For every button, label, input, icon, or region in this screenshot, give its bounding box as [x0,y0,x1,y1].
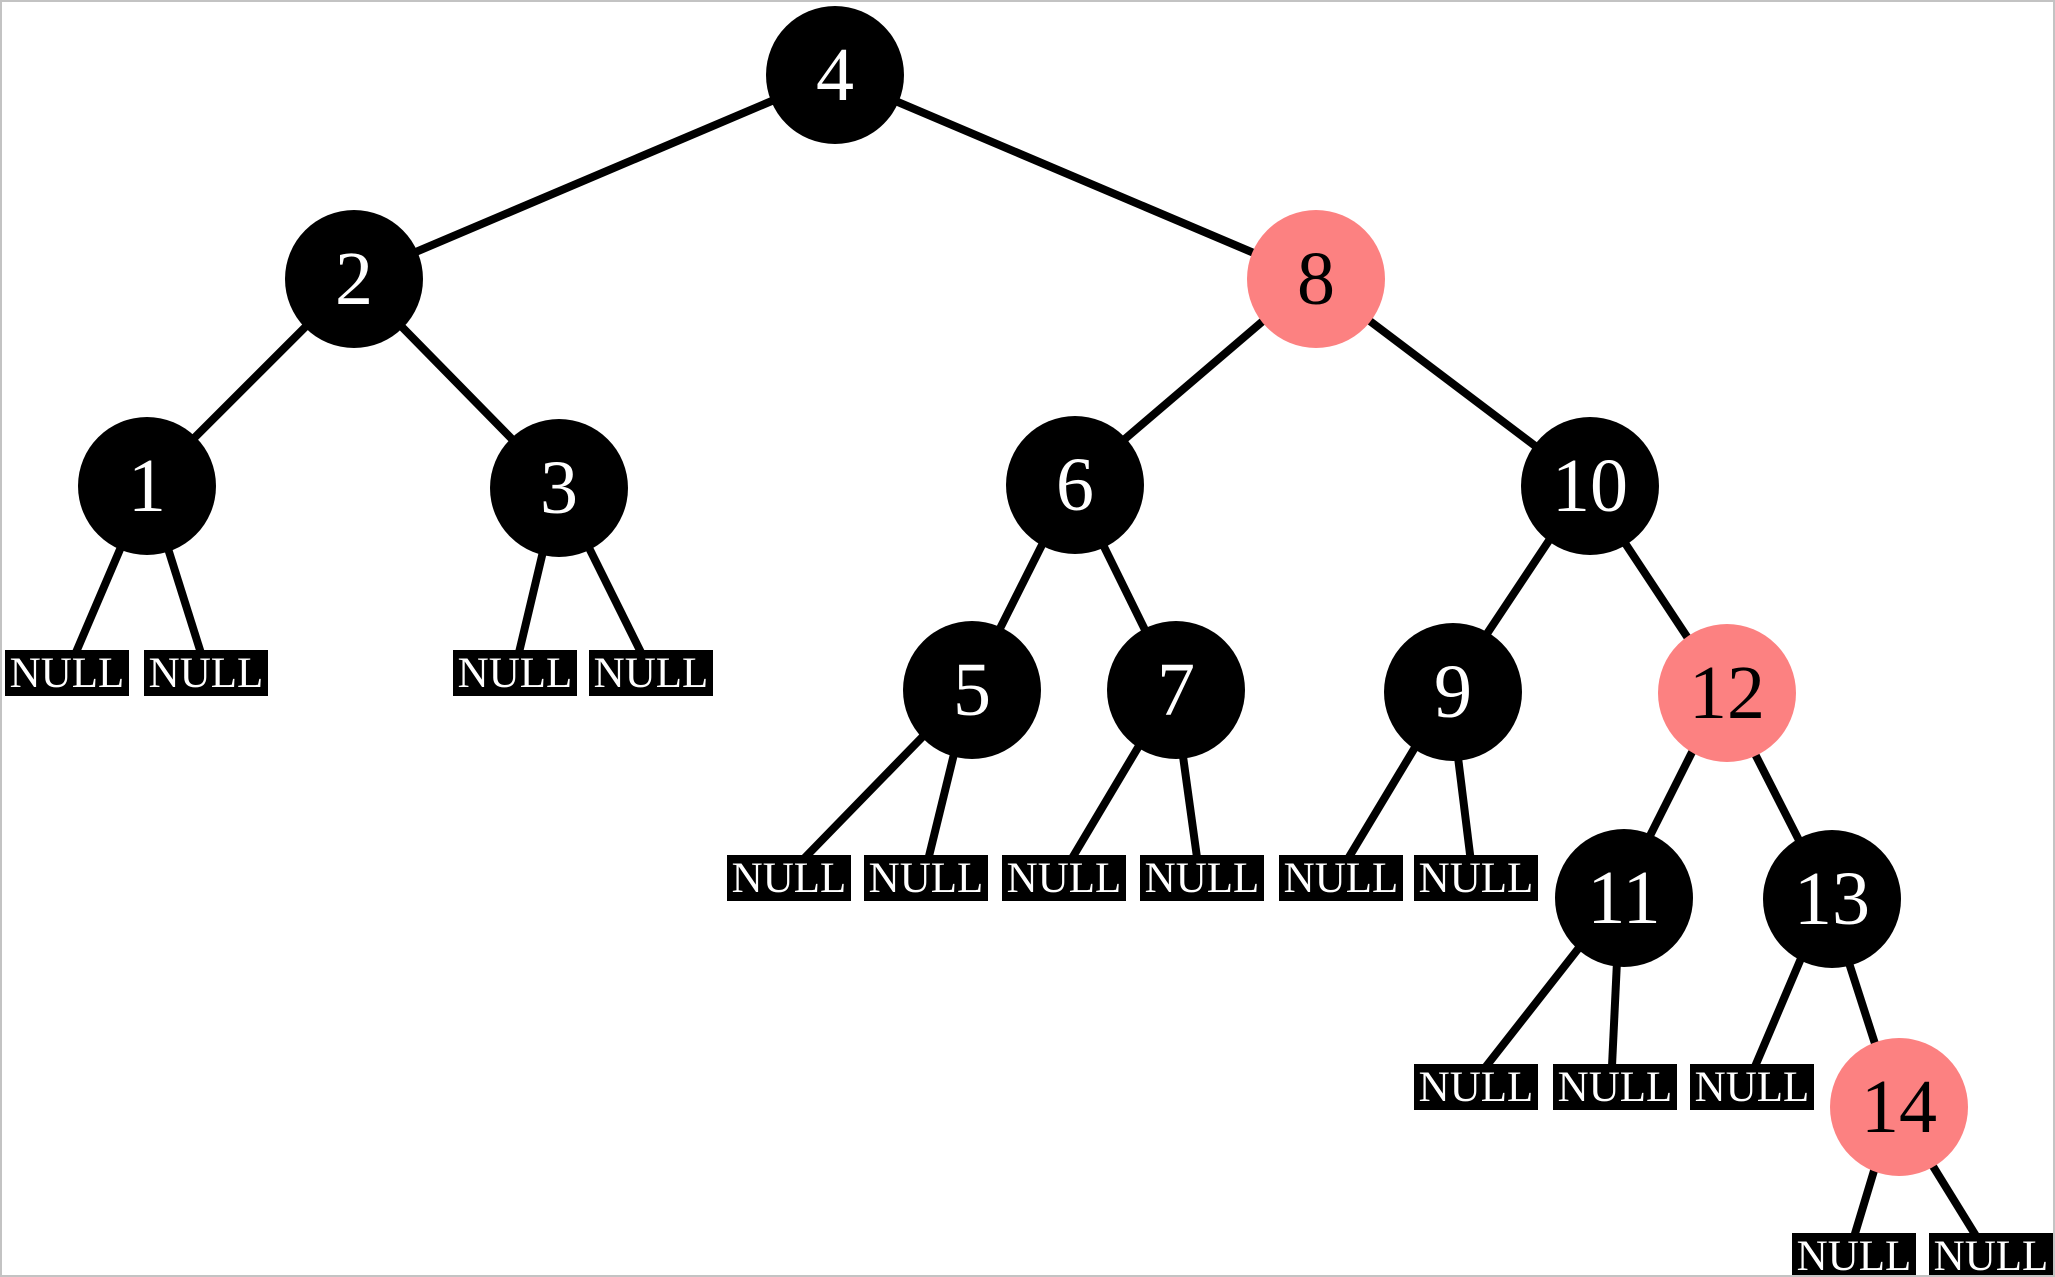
null-leaf-13-left: NULL [1690,1064,1814,1110]
null-leaf-9-left: NULL [1279,855,1403,901]
tree-node-4: 4 [766,6,904,144]
tree-node-9: 9 [1384,623,1522,761]
tree-node-3: 3 [490,419,628,557]
null-leaf-11-left: NULL [1414,1064,1538,1110]
null-leaf-9-right: NULL [1414,855,1538,901]
null-leaf-5-left: NULL [727,855,851,901]
null-leaf-3-right: NULL [589,650,713,696]
edge-4-8 [832,71,1315,282]
tree-node-13: 13 [1763,830,1901,968]
null-leaf-14-left: NULL [1792,1233,1916,1275]
null-leaf-14-right: NULL [1929,1233,2053,1275]
null-leaf-1-left: NULL [5,650,129,696]
tree-node-10: 10 [1521,417,1659,555]
tree-node-5: 5 [903,621,1041,759]
tree-node-12: 12 [1658,624,1796,762]
null-leaf-3-left: NULL [453,650,577,696]
edge-4-2 [352,71,836,282]
tree-node-2: 2 [285,210,423,348]
null-leaf-1-right: NULL [144,650,268,696]
tree-node-6: 6 [1006,416,1144,554]
tree-node-1: 1 [78,417,216,555]
tree-node-8: 8 [1247,210,1385,348]
null-leaf-7-right: NULL [1140,855,1264,901]
tree-node-14: 14 [1830,1038,1968,1176]
null-leaf-5-right: NULL [864,855,988,901]
tree-node-11: 11 [1555,829,1693,967]
tree-node-7: 7 [1107,621,1245,759]
null-leaf-7-left: NULL [1002,855,1126,901]
null-leaf-11-right: NULL [1553,1064,1677,1110]
